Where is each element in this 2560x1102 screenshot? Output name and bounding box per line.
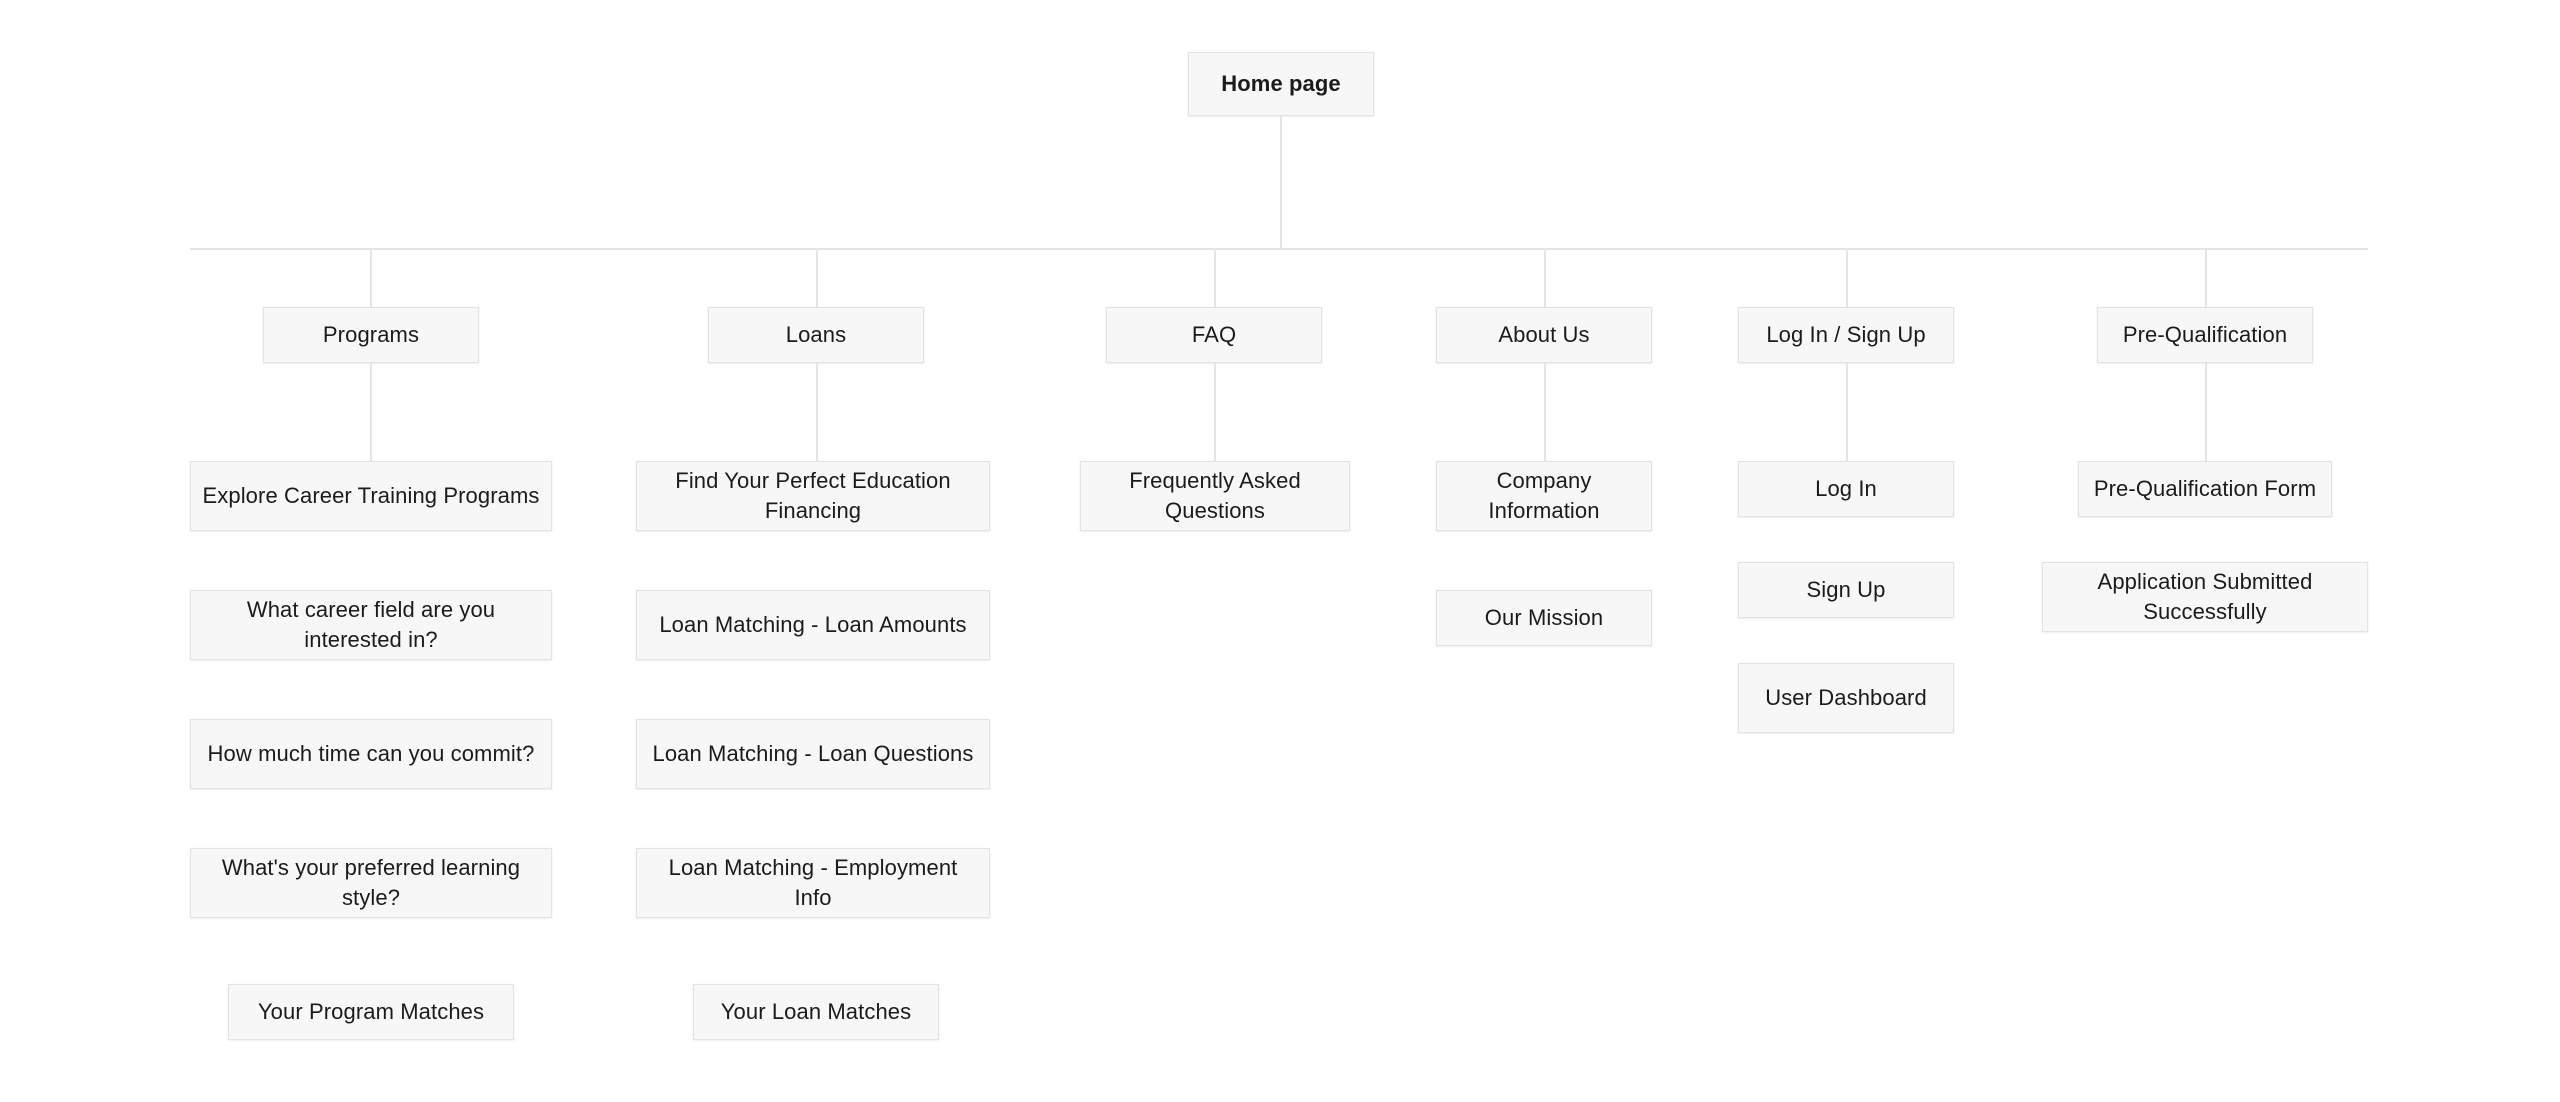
connector-trunk-to-faq: [1214, 248, 1216, 308]
node-our-mission[interactable]: Our Mission: [1436, 590, 1652, 646]
node-explore-career-training-programs[interactable]: Explore Career Training Programs: [190, 461, 552, 531]
node-label: Loan Matching - Loan Questions: [652, 741, 974, 766]
node-about-us[interactable]: About Us: [1436, 307, 1652, 363]
node-what-career-field[interactable]: What career field are you interested in?: [190, 590, 552, 660]
node-label: User Dashboard: [1765, 685, 1927, 710]
node-faq[interactable]: FAQ: [1106, 307, 1322, 363]
node-label: Application Submitted Successfully: [2097, 569, 2313, 624]
node-your-program-matches[interactable]: Your Program Matches: [228, 984, 514, 1040]
node-loans[interactable]: Loans: [708, 307, 924, 363]
node-label: Company Information: [1488, 468, 1600, 523]
node-find-your-perfect-education-financing[interactable]: Find Your Perfect Education Financing: [636, 461, 990, 531]
node-label: Your Loan Matches: [720, 999, 912, 1024]
node-frequently-asked-questions[interactable]: Frequently Asked Questions: [1080, 461, 1350, 531]
node-log-in-sign-up[interactable]: Log In / Sign Up: [1738, 307, 1954, 363]
node-company-information[interactable]: Company Information: [1436, 461, 1652, 531]
node-loan-matching-employment-info[interactable]: Loan Matching - Employment Info: [636, 848, 990, 918]
node-loan-matching-loan-questions[interactable]: Loan Matching - Loan Questions: [636, 719, 990, 789]
node-label: Loans: [785, 322, 847, 347]
connector-pre-qualification-to-child: [2205, 363, 2207, 461]
node-label: Log In / Sign Up: [1766, 322, 1926, 347]
node-label: Home page: [1221, 71, 1341, 96]
node-programs[interactable]: Programs: [263, 307, 479, 363]
node-your-loan-matches[interactable]: Your Loan Matches: [693, 984, 939, 1040]
node-label: Find Your Perfect Education Financing: [675, 468, 951, 523]
connector-trunk-to-programs: [370, 248, 372, 308]
node-home-page[interactable]: Home page: [1188, 52, 1374, 116]
node-label: Loan Matching - Loan Amounts: [659, 612, 967, 637]
node-how-much-time[interactable]: How much time can you commit?: [190, 719, 552, 789]
node-loan-matching-loan-amounts[interactable]: Loan Matching - Loan Amounts: [636, 590, 990, 660]
node-label: Log In: [1815, 476, 1877, 501]
node-log-in[interactable]: Log In: [1738, 461, 1954, 517]
node-pre-qualification[interactable]: Pre-Qualification: [2097, 307, 2313, 363]
connector-programs-to-child: [370, 363, 372, 461]
node-label: Your Program Matches: [257, 999, 485, 1024]
connector-trunk-to-log-in-sign-up: [1846, 248, 1848, 308]
connector-trunk-to-loans: [816, 248, 818, 308]
node-user-dashboard[interactable]: User Dashboard: [1738, 663, 1954, 733]
node-preferred-learning-style[interactable]: What's your preferred learning style?: [190, 848, 552, 918]
connector-loans-to-child: [816, 363, 818, 461]
node-application-submitted-successfully[interactable]: Application Submitted Successfully: [2042, 562, 2368, 632]
connector-root-to-trunk: [1280, 116, 1282, 250]
node-label: Pre-Qualification: [2122, 322, 2288, 347]
node-label: About Us: [1498, 322, 1590, 347]
connector-about-us-to-child: [1544, 363, 1546, 461]
node-label: Programs: [322, 322, 420, 347]
node-label: Explore Career Training Programs: [202, 483, 540, 508]
node-label: FAQ: [1191, 322, 1237, 347]
node-label: Pre-Qualification Form: [2093, 476, 2317, 501]
connector-faq-to-child: [1214, 363, 1216, 461]
node-pre-qualification-form[interactable]: Pre-Qualification Form: [2078, 461, 2332, 517]
connector-log-in-sign-up-to-child: [1846, 363, 1848, 461]
node-label: Loan Matching - Employment Info: [668, 855, 958, 910]
node-label: Our Mission: [1484, 605, 1604, 630]
connector-trunk-to-pre-qualification: [2205, 248, 2207, 308]
connector-trunk-to-about-us: [1544, 248, 1546, 308]
node-sign-up[interactable]: Sign Up: [1738, 562, 1954, 618]
node-label: What career field are you interested in?: [246, 597, 496, 652]
node-label: What's your preferred learning style?: [221, 855, 521, 910]
node-label: How much time can you commit?: [207, 741, 535, 766]
node-label: Frequently Asked Questions: [1129, 468, 1301, 523]
connector-trunk: [190, 248, 2368, 250]
node-label: Sign Up: [1806, 577, 1886, 602]
